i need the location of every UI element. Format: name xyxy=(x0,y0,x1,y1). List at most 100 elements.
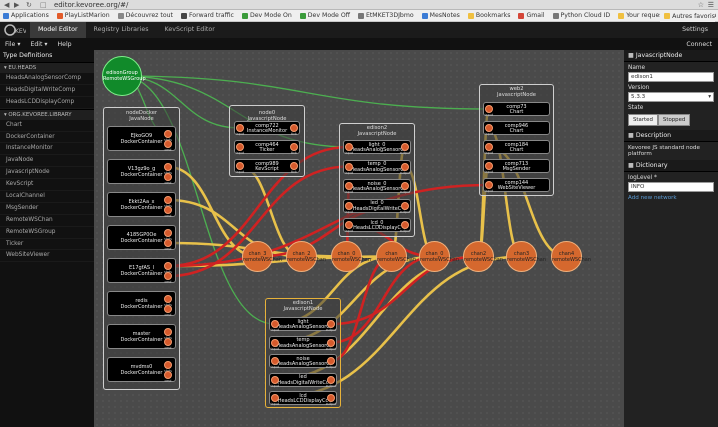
port-tick-icon[interactable] xyxy=(290,124,298,132)
menu-icon[interactable]: ☰ xyxy=(707,1,714,9)
sidebar-item[interactable]: WebSiteViewer xyxy=(0,250,94,263)
binding-wire[interactable] xyxy=(166,165,351,278)
port-input-icon[interactable] xyxy=(485,143,493,151)
sidebar-item[interactable]: JavascriptNode xyxy=(0,167,94,180)
binding-wire[interactable] xyxy=(166,145,351,268)
menu-edit[interactable]: Edit ▾ xyxy=(30,40,48,48)
binding-wire[interactable] xyxy=(121,75,490,110)
bookmark-item[interactable]: MesNotes xyxy=(421,12,460,19)
sidebar-item[interactable]: JavaNode xyxy=(0,155,94,168)
sidebar-group[interactable]: ▾ ORG.KEVOREE.LIBRARY xyxy=(0,108,94,120)
port-tick-icon[interactable] xyxy=(290,143,298,151)
loglevel-input[interactable]: INFO xyxy=(628,182,714,192)
sidebar-item[interactable]: InstanceMonitor xyxy=(0,143,94,156)
bookmark-item[interactable]: Python Cloud ID xyxy=(552,12,610,19)
port-cmd-icon[interactable] xyxy=(164,305,172,313)
address-bar[interactable]: editor.kevoree.org/#/ xyxy=(54,1,129,9)
port-output-icon[interactable] xyxy=(401,162,409,171)
node-edison1[interactable] xyxy=(265,298,341,408)
sidebar-item[interactable]: RemoteWSChan xyxy=(0,215,94,227)
port-cmd-icon[interactable] xyxy=(164,272,172,280)
port-input-icon[interactable] xyxy=(345,162,353,171)
port-stats-icon[interactable] xyxy=(164,295,172,303)
port-cmd-icon[interactable] xyxy=(164,206,172,214)
port-stats-icon[interactable] xyxy=(164,163,172,171)
port-output-icon[interactable] xyxy=(327,357,335,365)
port-input-icon[interactable] xyxy=(236,143,244,151)
star-icon[interactable]: ☆ xyxy=(697,1,704,9)
sidebar-item[interactable]: Ticker xyxy=(0,239,94,251)
port-cmd-icon[interactable] xyxy=(164,371,172,379)
port-output-icon[interactable] xyxy=(401,221,409,229)
bookmark-other[interactable]: Autres favoris xyxy=(660,10,715,22)
port-cmd-icon[interactable] xyxy=(164,140,172,148)
version-select[interactable]: 5.3.3▾ xyxy=(628,92,714,102)
port-input-icon[interactable] xyxy=(236,162,244,170)
port-input-icon[interactable] xyxy=(485,105,493,113)
port-input-icon[interactable] xyxy=(345,201,353,210)
sidebar-item[interactable]: HeadsAnalogSensorComp xyxy=(0,73,94,85)
bookmark-item[interactable]: Forward traffic xyxy=(180,12,234,19)
started-button[interactable]: Started xyxy=(628,114,658,126)
port-input-icon[interactable] xyxy=(345,182,353,190)
port-input-icon[interactable] xyxy=(271,338,279,347)
port-stats-icon[interactable] xyxy=(164,262,172,270)
port-output-icon[interactable] xyxy=(327,375,335,384)
port-stats-icon[interactable] xyxy=(164,229,172,237)
port-tick-icon[interactable] xyxy=(290,162,298,170)
bookmark-item[interactable]: PlayListMarion xyxy=(56,12,110,19)
port-cmd-icon[interactable] xyxy=(164,173,172,181)
port-input-icon[interactable] xyxy=(485,124,493,132)
add-network-link[interactable]: Add new network xyxy=(628,195,677,201)
port-input-icon[interactable] xyxy=(345,143,353,151)
forward-icon[interactable]: ▶ xyxy=(14,1,20,9)
port-output-icon[interactable] xyxy=(327,338,335,347)
bookmark-item[interactable]: EtMKET3DJbmo xyxy=(357,12,414,19)
stopped-button[interactable]: Stopped xyxy=(657,114,691,126)
bookmark-item[interactable]: Découvrez tout xyxy=(117,12,173,19)
menu-help[interactable]: Help xyxy=(57,40,72,48)
sidebar-item[interactable]: HeadsLCDDisplayComp xyxy=(0,97,94,109)
back-icon[interactable]: ◀ xyxy=(4,1,10,9)
bookmark-item[interactable]: Gmail xyxy=(518,12,545,19)
port-stats-icon[interactable] xyxy=(164,196,172,204)
tab-model-editor[interactable]: Model Editor xyxy=(30,22,86,38)
port-output-icon[interactable] xyxy=(401,143,409,151)
sidebar-item[interactable]: HeadsDigitalWriteComp xyxy=(0,85,94,97)
port-input-icon[interactable] xyxy=(485,181,493,189)
port-output-icon[interactable] xyxy=(401,201,409,210)
name-input[interactable]: edison1 xyxy=(628,72,714,82)
port-input-icon[interactable] xyxy=(236,124,244,132)
bookmark-item[interactable]: Bookmarks xyxy=(467,12,510,19)
binding-wire[interactable] xyxy=(329,255,436,344)
bookmark-item[interactable]: Applications xyxy=(3,12,49,19)
sidebar-item[interactable]: DockerContainer xyxy=(0,132,94,144)
port-output-icon[interactable] xyxy=(327,320,335,328)
port-input-icon[interactable] xyxy=(485,162,493,170)
sidebar-group[interactable]: ▾ EU.HEADS xyxy=(0,62,94,73)
port-input-icon[interactable] xyxy=(271,375,279,384)
